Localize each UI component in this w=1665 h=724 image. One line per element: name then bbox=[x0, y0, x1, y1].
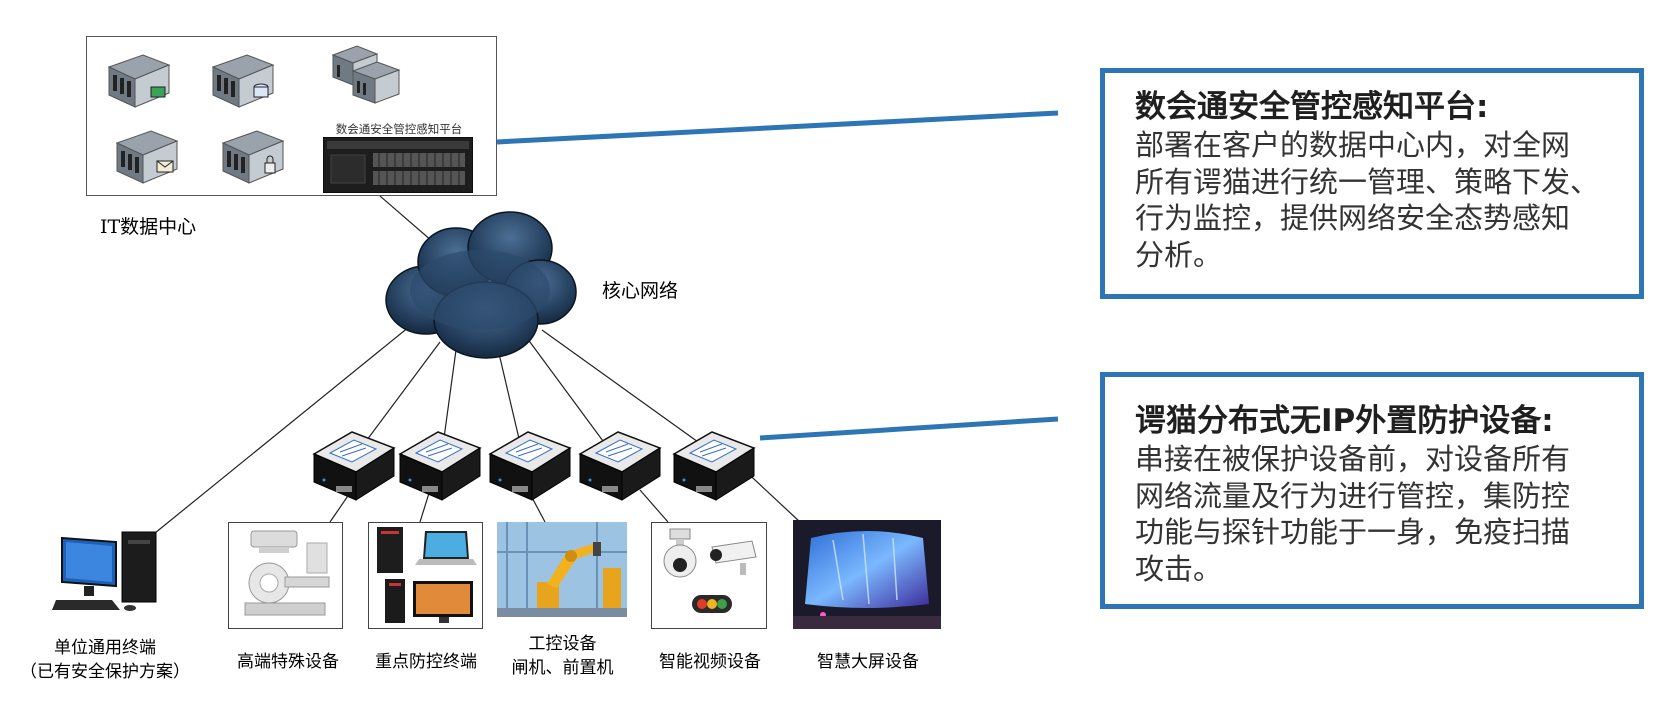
medical-equipment-tile bbox=[228, 522, 343, 629]
platform-callout-title: 数会通安全管控感知平台: bbox=[1135, 89, 1489, 125]
server-mail-icon bbox=[115, 130, 179, 184]
core-network-label: 核心网络 bbox=[602, 280, 679, 302]
cloud-link-gw5 bbox=[541, 329, 713, 453]
video-devices-tile bbox=[651, 522, 767, 629]
server-database-icon bbox=[211, 54, 275, 108]
server-lock-icon bbox=[221, 130, 285, 184]
endpoint-label-industrial: 工控设备 闸机、前置机 bbox=[511, 634, 614, 678]
gateway-callout-leader bbox=[759, 416, 1059, 441]
endpoint-label-key-terminals: 重点防控终端 bbox=[375, 652, 477, 672]
desktop-computer-icon bbox=[52, 531, 157, 611]
industrial-control-tile bbox=[497, 522, 627, 617]
endpoint-label-high-end: 高端特殊设备 bbox=[237, 652, 339, 672]
server-icon bbox=[107, 54, 171, 108]
network-guard-device-icon bbox=[489, 431, 571, 501]
camera-icon bbox=[663, 528, 757, 613]
rack-server-icon bbox=[323, 137, 473, 193]
cloud-link-gw4 bbox=[526, 337, 618, 461]
big-screen-tile bbox=[793, 520, 941, 629]
platform-callout-body: 部署在客户的数据中心内，对全网 所有谔猫进行统一管理、策略下发、 行为监控，提供… bbox=[1135, 128, 1600, 272]
data-center-box: 数会通安全管控感知平台 bbox=[86, 36, 497, 196]
network-guard-device-icon bbox=[399, 431, 481, 501]
terminals-icon bbox=[377, 527, 477, 623]
medical-equipment-icon bbox=[244, 530, 330, 616]
cloud-icon bbox=[385, 211, 577, 359]
platform-callout-box: 数会通安全管控感知平台: 部署在客户的数据中心内，对全网 所有谔猫进行统一管理、… bbox=[1100, 68, 1644, 299]
terminals-tile bbox=[368, 522, 483, 629]
network-guard-device-icon bbox=[673, 431, 755, 501]
platform-callout-leader bbox=[496, 110, 1059, 145]
network-guard-device-icon bbox=[579, 431, 661, 501]
endpoint-label-general: 单位通用终端 （已有安全保护方案） bbox=[20, 638, 190, 682]
network-guard-device-icon bbox=[313, 431, 395, 501]
data-center-label: IT数据中心 bbox=[100, 216, 197, 238]
industrial-robot-icon bbox=[497, 522, 627, 617]
gateway-callout-title: 谔猫分布式无IP外置防护设备: bbox=[1135, 403, 1554, 439]
led-screen-icon bbox=[793, 520, 941, 629]
cloud-link-general bbox=[154, 317, 421, 534]
gateway-callout-box: 谔猫分布式无IP外置防护设备: 串接在被保护设备前，对设备所有 网络流量及行为进… bbox=[1100, 372, 1644, 609]
platform-server-caption: 数会通安全管控感知平台 bbox=[335, 122, 463, 136]
server-cluster-icon bbox=[331, 45, 401, 104]
gateway-callout-body: 串接在被保护设备前，对设备所有 网络流量及行为进行管控，集防控 功能与探针功能于… bbox=[1135, 442, 1571, 586]
endpoint-label-big-screen: 智慧大屏设备 bbox=[817, 652, 919, 672]
gw2-tile-link bbox=[419, 489, 431, 523]
gw4-tile-link bbox=[639, 489, 669, 523]
endpoint-label-video: 智能视频设备 bbox=[659, 652, 761, 672]
